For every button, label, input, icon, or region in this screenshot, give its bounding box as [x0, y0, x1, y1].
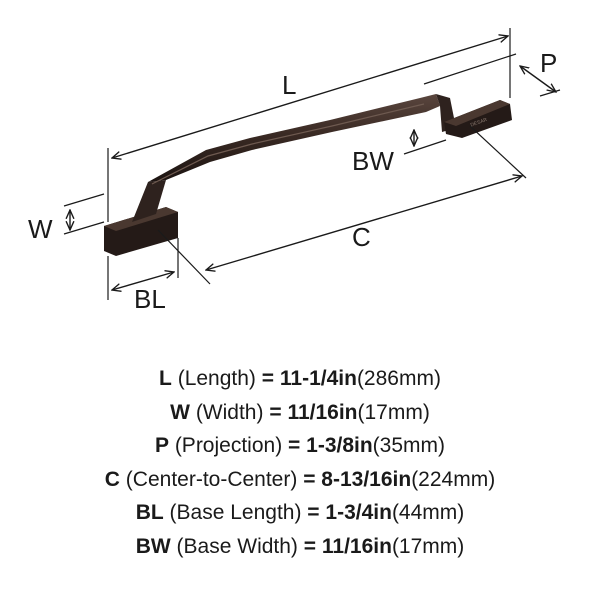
label-BL: BL: [134, 284, 166, 314]
left-center-leader: [157, 229, 211, 285]
right-center-leader: [469, 125, 527, 179]
spec-width: W (Width) = 11/16in(17mm): [170, 400, 430, 424]
dimension-specs-list: L (Length) = 11-1/4in(286mm) W (Width) =…: [0, 362, 600, 563]
spec-projection: P (Projection) = 1-3/8in(35mm): [154, 434, 446, 457]
base-width-dimension: BW: [352, 130, 447, 176]
projection-dimension: P: [423, 48, 561, 97]
base-length-dimension: BL: [107, 238, 179, 314]
left-base: [104, 207, 178, 256]
handle-dimension-diagram: DESAR L P BW W C BL: [28, 28, 561, 314]
left-leg: [132, 180, 166, 222]
label-L: L: [282, 70, 296, 100]
length-dimension: L: [107, 28, 511, 222]
width-dimension: W: [28, 193, 105, 244]
spec-base-length: BL (Base Length) = 1-3/4in(44mm): [135, 501, 465, 524]
label-P: P: [540, 48, 557, 78]
cabinet-pull-handle: DESAR: [104, 94, 512, 256]
handle-bar: [148, 94, 440, 182]
spec-center-to-center: C (Center-to-Center) = 8-13/16in(224mm): [104, 467, 496, 491]
label-BW: BW: [352, 146, 394, 176]
center-to-center-dimension: C: [206, 176, 522, 270]
label-C: C: [352, 222, 371, 252]
label-W: W: [28, 214, 53, 244]
spec-base-width: BW (Base Width) = 11/16in(17mm): [135, 534, 465, 558]
spec-length: L (Length) = 11-1/4in(286mm): [159, 367, 441, 390]
